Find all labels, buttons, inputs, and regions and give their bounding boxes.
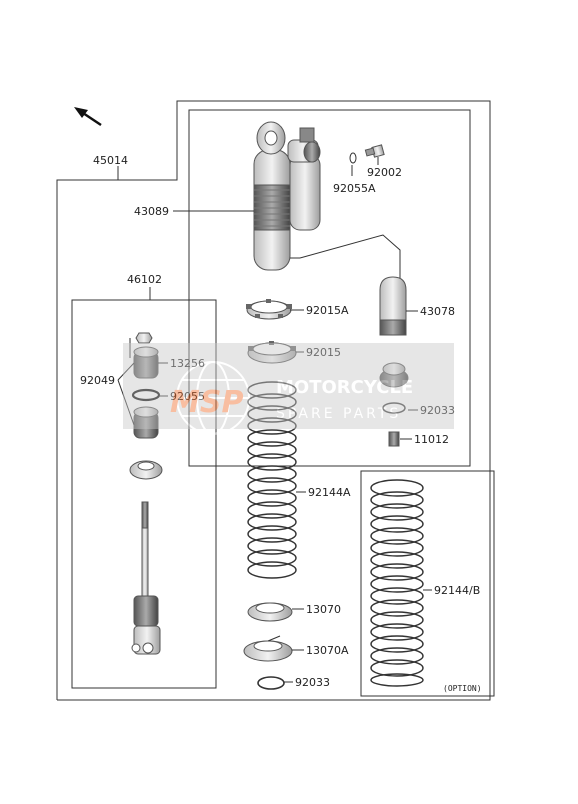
spring-seat-part: [247, 602, 293, 622]
watermark: MSP MOTORCYCLE SPARE PARTS: [123, 343, 454, 435]
watermark-line1: MOTORCYCLE: [276, 377, 413, 398]
rod-assembly-box: [71, 299, 217, 689]
option-spring-box: [360, 470, 495, 697]
reservoir-cap-part: [379, 276, 407, 336]
rod-seal-part: [129, 460, 163, 480]
label-13256: 13256: [170, 357, 205, 370]
label-92144a: 92144A: [308, 486, 351, 499]
leader-lines: [117, 157, 432, 683]
direction-arrow-icon: [74, 107, 102, 127]
label-92049: 92049: [80, 374, 115, 387]
bushing-upper-part: [133, 346, 159, 379]
label-13070a: 13070A: [306, 644, 349, 657]
label-46102: 46102: [127, 273, 162, 286]
spring-seat-a-part: [243, 635, 293, 662]
label-92055a: 92055A: [333, 182, 376, 195]
oring-small-part: [349, 152, 357, 164]
oring-part: [131, 388, 161, 402]
label-43089: 43089: [134, 205, 169, 218]
label-45014: 45014: [93, 154, 128, 167]
label-13070: 13070: [306, 603, 341, 616]
nut-part: [135, 332, 153, 344]
label-92144b: 92144/B: [434, 584, 480, 597]
label-92055: 92055: [170, 390, 205, 403]
globe-logo-icon: [176, 361, 250, 435]
label-43078: 43078: [420, 305, 455, 318]
cap-seal-part: [379, 362, 409, 414]
option-tag: (OPTION): [443, 684, 482, 693]
label-11012: 11012: [414, 433, 449, 446]
ring-nut-part: [247, 341, 297, 364]
valve-part: [388, 431, 400, 447]
watermark-logo: MSP: [170, 385, 243, 420]
label-92002: 92002: [367, 166, 402, 179]
label-92033-clip: 92033: [295, 676, 330, 689]
watermark-line2: SPARE PARTS: [276, 406, 401, 422]
ring-nut-a-part: [246, 299, 292, 320]
option-spring-part: [370, 479, 424, 687]
assembly-frame: [56, 100, 491, 701]
shock-body-box: [188, 109, 471, 467]
circlip-part: [257, 676, 285, 690]
bushing-lower-part: [133, 406, 159, 439]
label-92015a: 92015A: [306, 304, 349, 317]
label-92015: 92015: [306, 346, 341, 359]
piston-rod-part: [131, 501, 161, 655]
spring-part: [247, 381, 297, 579]
label-92033-cap: 92033: [420, 404, 455, 417]
part-labels: 45014 43089 92002 92055A 46102 13256 920…: [80, 154, 482, 693]
shock-body-part: [253, 121, 401, 282]
bolt-part: [364, 144, 385, 158]
